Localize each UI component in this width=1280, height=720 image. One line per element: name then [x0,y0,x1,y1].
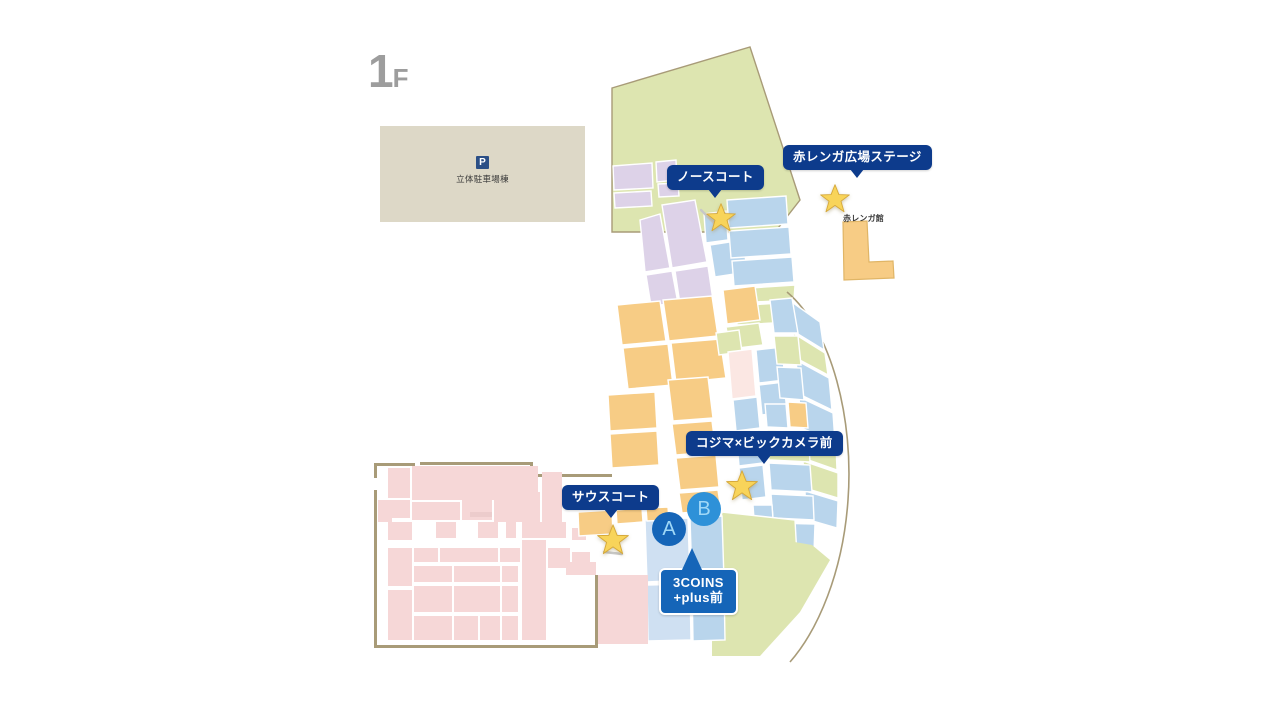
northwest-blocks [612,159,749,307]
callout-three-coins-label: 3COINS [673,575,724,590]
callout-south-court-label: サウスコート [572,490,650,504]
parking-p-icon: P [476,156,489,169]
parking-building-label: 立体駐車場棟 [456,174,509,184]
map-geometry [374,46,895,663]
callout-three-coins-label-line2: +plus前 [673,589,724,605]
floor-suffix: F [392,63,409,93]
spot-marker-a[interactable]: A [652,512,686,546]
akarenga-kan-building [842,220,895,281]
parking-building-content: P 立体駐車場棟 [380,152,585,185]
callout-north-court[interactable]: ノースコート [667,165,764,199]
callout-three-coins[interactable]: 3COINS +plus前 [659,548,738,615]
spot-marker-a-label: A [662,518,676,540]
spot-marker-b-label: B [697,498,711,520]
callout-akarenga-stage[interactable]: 赤レンガ広場ステージ [783,145,932,179]
callout-south-court[interactable]: サウスコート [562,485,660,519]
floor-number: 1 [368,45,394,97]
walkway-accents [602,208,716,556]
parking-building-block: P 立体駐車場棟 [380,126,585,222]
southeast-olive-wedge [711,511,830,657]
callout-akarenga-stage-label: 赤レンガ広場ステージ [793,150,922,164]
star-akarenga-stage [820,184,850,213]
building-label-akarenga-kan: 赤レンガ館 [843,214,884,223]
southwest-pink-building [374,462,648,648]
floor-indicator: 1F [368,48,408,94]
callout-kojima-bic[interactable]: コジマ×ビックカメラ前 [686,431,843,465]
callout-north-court-label: ノースコート [677,170,754,184]
spot-marker-b[interactable]: B [687,492,721,526]
callout-kojima-bic-label: コジマ×ビックカメラ前 [696,436,833,450]
